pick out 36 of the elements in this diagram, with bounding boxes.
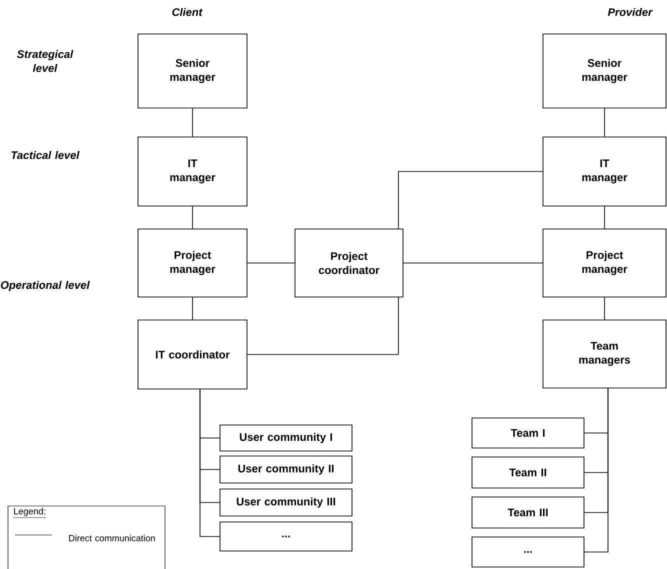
connector-line: [192, 206, 193, 229]
box: Project manager: [138, 228, 248, 298]
box: IT manager: [138, 136, 248, 206]
level-label: Strategical level: [17, 50, 74, 72]
connector-line: [247, 297, 399, 355]
level-label: Operational level: [0, 280, 90, 292]
box: IT coordinator: [138, 320, 248, 390]
connector-line: [403, 262, 543, 264]
box: Team III: [472, 496, 584, 528]
box: Team II: [472, 456, 584, 488]
box: Project manager: [542, 228, 666, 298]
box: IT manager: [542, 136, 666, 206]
box: User community II: [220, 456, 352, 484]
box: User community III: [220, 488, 352, 516]
connector-line: [584, 388, 608, 552]
box: Project coordinator: [294, 228, 404, 298]
connector-line: [604, 108, 605, 137]
box: ...: [220, 522, 352, 552]
level-label: Provider: [608, 8, 653, 16]
box: ...: [472, 536, 584, 568]
box: Senior manager: [138, 34, 248, 108]
legend-text: Direct communication: [69, 534, 155, 542]
box: Team I: [472, 418, 584, 448]
legend-title: Legend:: [13, 508, 46, 518]
level-label: Tactical level: [11, 150, 80, 160]
connector-line: [604, 206, 605, 229]
connector-line: [192, 297, 193, 320]
connector-line: [200, 389, 220, 537]
box: Senior manager: [542, 34, 666, 108]
connector-line: [604, 297, 605, 320]
connector-line: [398, 171, 543, 229]
level-label: Client: [172, 8, 203, 16]
connector-line: [247, 262, 295, 264]
box: User community I: [220, 424, 352, 452]
connector-line: [192, 108, 193, 137]
box: Team managers: [542, 320, 666, 388]
